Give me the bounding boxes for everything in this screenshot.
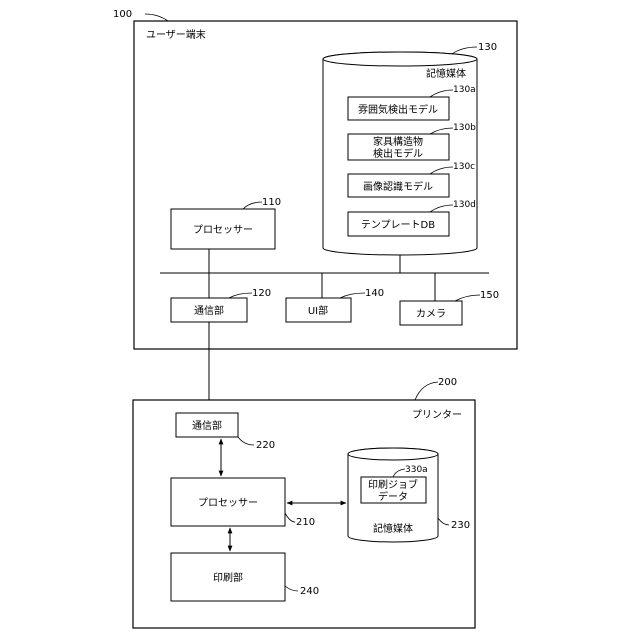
user-ui-ref: 140 <box>365 288 384 299</box>
user-storage: 130 記憶媒体 雰囲気検出モデル 130a 家具構造物 検出モデル 130b … <box>323 42 497 255</box>
printer-storage-ref: 230 <box>451 520 470 531</box>
job-label-line1: 印刷ジョブ <box>368 478 418 491</box>
job-label-line2: データ <box>378 490 408 503</box>
printer-leader <box>415 382 438 400</box>
user-storage-label: 記憶媒体 <box>426 67 466 80</box>
user-camera-label: カメラ <box>416 308 446 320</box>
model-label-130b-line2: 検出モデル <box>373 147 423 160</box>
model-ref-130d: 130d <box>453 200 476 210</box>
user-processor-label: プロセッサー <box>193 224 253 236</box>
model-ref-130c: 130c <box>453 162 475 172</box>
model-label-130c: 画像認識モデル <box>363 180 433 193</box>
model-label-130d: テンプレートDB <box>361 219 435 231</box>
print-unit-ref: 240 <box>300 586 319 597</box>
user-storage-top <box>323 52 477 66</box>
user-terminal-leader <box>145 14 168 21</box>
job-ref-330a: 330a <box>405 465 428 475</box>
printer-title: プリンター <box>412 409 462 421</box>
user-camera-ref: 150 <box>480 290 499 301</box>
user-comm-ref: 120 <box>252 288 271 299</box>
user-comm-label: 通信部 <box>194 304 224 317</box>
printer-storage-top <box>348 448 438 460</box>
user-storage-ref: 130 <box>478 42 497 53</box>
user-ui-label: UI部 <box>308 304 328 317</box>
printer-processor-label: プロセッサー <box>198 497 258 509</box>
print-unit-label: 印刷部 <box>213 571 243 584</box>
user-processor-ref: 110 <box>262 197 281 208</box>
user-terminal-ref: 100 <box>113 9 132 20</box>
model-ref-130b: 130b <box>453 123 476 133</box>
user-terminal: 100 ユーザー端末 130 記憶媒体 雰囲気検出モデル 130a 家具構造物 … <box>113 9 517 349</box>
printer-ref: 200 <box>438 377 457 388</box>
model-ref-130a: 130a <box>453 85 476 95</box>
user-terminal-title: ユーザー端末 <box>146 28 206 41</box>
model-label-130a: 雰囲気検出モデル <box>358 103 438 116</box>
printer-processor-ref: 210 <box>296 517 315 528</box>
printer-storage-label: 記憶媒体 <box>373 522 413 535</box>
model-label-130b-line1: 家具構造物 <box>373 135 423 148</box>
printer: 200 プリンター 通信部 220 プロセッサー 210 印刷部 240 記憶媒… <box>133 377 475 628</box>
printer-comm-label: 通信部 <box>192 419 222 432</box>
printer-comm-ref: 220 <box>256 440 275 451</box>
